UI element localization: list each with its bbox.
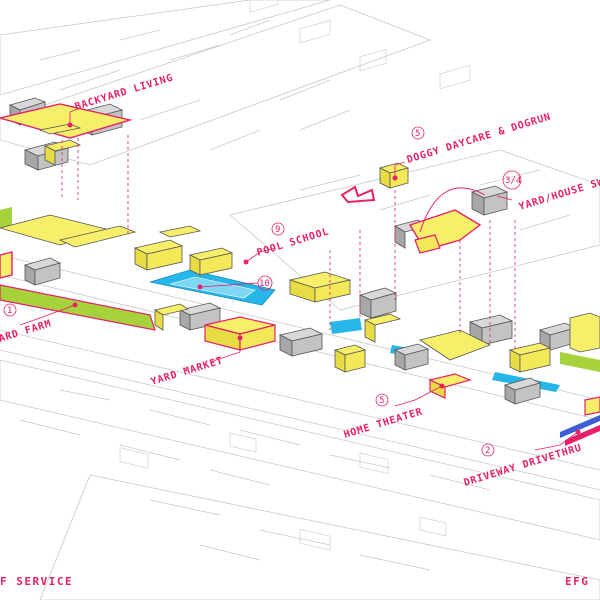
label-home-theater: HOME THEATER [343, 406, 425, 441]
label-pool-school: POOL SCHOOL [256, 226, 331, 258]
yellow-buildings [0, 103, 600, 416]
water-strip-1 [330, 318, 362, 334]
swap-arc [419, 187, 486, 233]
number-farm: 1 [7, 306, 12, 316]
number-pool-ten: 10 [259, 279, 270, 289]
number-theater: 5 [379, 396, 384, 406]
number-pool-school: 9 [275, 225, 280, 235]
dogrun-path [340, 185, 376, 204]
leader-lines [61, 135, 516, 350]
driveway-drivethru-stripes [560, 415, 600, 446]
label-backyard-living: BACKYARD LIVING [74, 72, 175, 112]
label-yard-market: YARD MARKET [150, 355, 225, 387]
footer-left-text: F SERVICE [0, 575, 73, 588]
number-doggy: 5 [415, 129, 420, 139]
footer-right-text: EFG [565, 575, 589, 588]
number-drivethru: 2 [485, 446, 490, 456]
number-swap: 3/4 [505, 176, 521, 186]
green-edge-left [0, 207, 12, 228]
parcel-outlines [119, 0, 471, 551]
label-yard-house-swap: YARD/HOUSE SWAP [518, 172, 600, 212]
green-edge-right [560, 352, 600, 372]
label-doggy-daycare: DOGGY DAYCARE & DOGRUN [406, 111, 553, 165]
pool-inner [169, 276, 256, 299]
yard-farm-green-strip [0, 284, 156, 331]
